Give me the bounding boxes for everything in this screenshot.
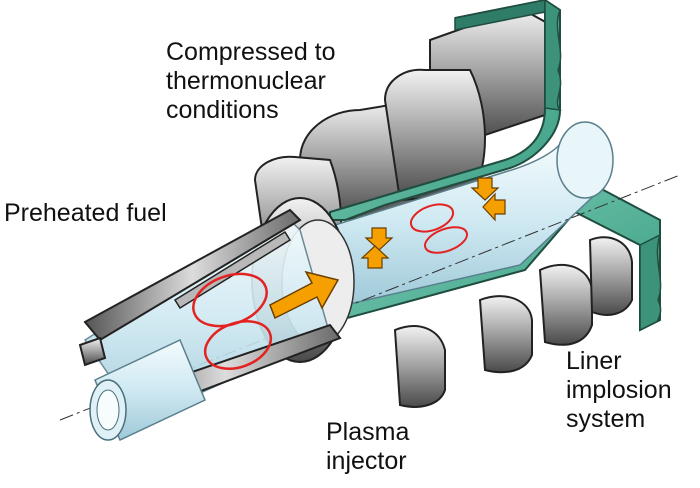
label-line: Plasma bbox=[326, 418, 410, 446]
plasma-ring-icon bbox=[409, 203, 455, 233]
label-line: injector bbox=[326, 447, 407, 475]
magnet-coils-front bbox=[393, 236, 633, 408]
compression-arrow-icon bbox=[482, 192, 506, 222]
compression-arrows bbox=[360, 177, 506, 269]
label-line: implosion bbox=[566, 376, 672, 404]
label-line: conditions bbox=[166, 96, 279, 124]
plasma-rings bbox=[192, 203, 469, 370]
liner-shell bbox=[329, 0, 662, 332]
plasma-ring-icon bbox=[423, 226, 469, 254]
label-liner-implosion-system: Liner implosion system bbox=[566, 347, 672, 434]
label-compressed-conditions: Compressed to thermonuclear conditions bbox=[166, 38, 336, 125]
chamber-opening bbox=[556, 121, 614, 199]
label-plasma-injector: Plasma injector bbox=[326, 418, 409, 476]
label-preheated-fuel: Preheated fuel bbox=[4, 199, 167, 228]
plasma-injector bbox=[78, 208, 342, 442]
label-line: system bbox=[566, 405, 646, 433]
compression-chamber bbox=[334, 138, 602, 306]
label-line: thermonuclear bbox=[166, 67, 326, 95]
compression-arrow-icon bbox=[470, 177, 500, 201]
label-line: Liner bbox=[566, 347, 622, 375]
label-line: Compressed to bbox=[166, 38, 336, 66]
compression-arrow-icon bbox=[360, 245, 390, 269]
compression-arrow-icon bbox=[364, 227, 394, 251]
injection-arrow-icon bbox=[269, 270, 340, 320]
plasma-ring-icon bbox=[203, 320, 273, 370]
label-line: Preheated fuel bbox=[4, 199, 167, 227]
